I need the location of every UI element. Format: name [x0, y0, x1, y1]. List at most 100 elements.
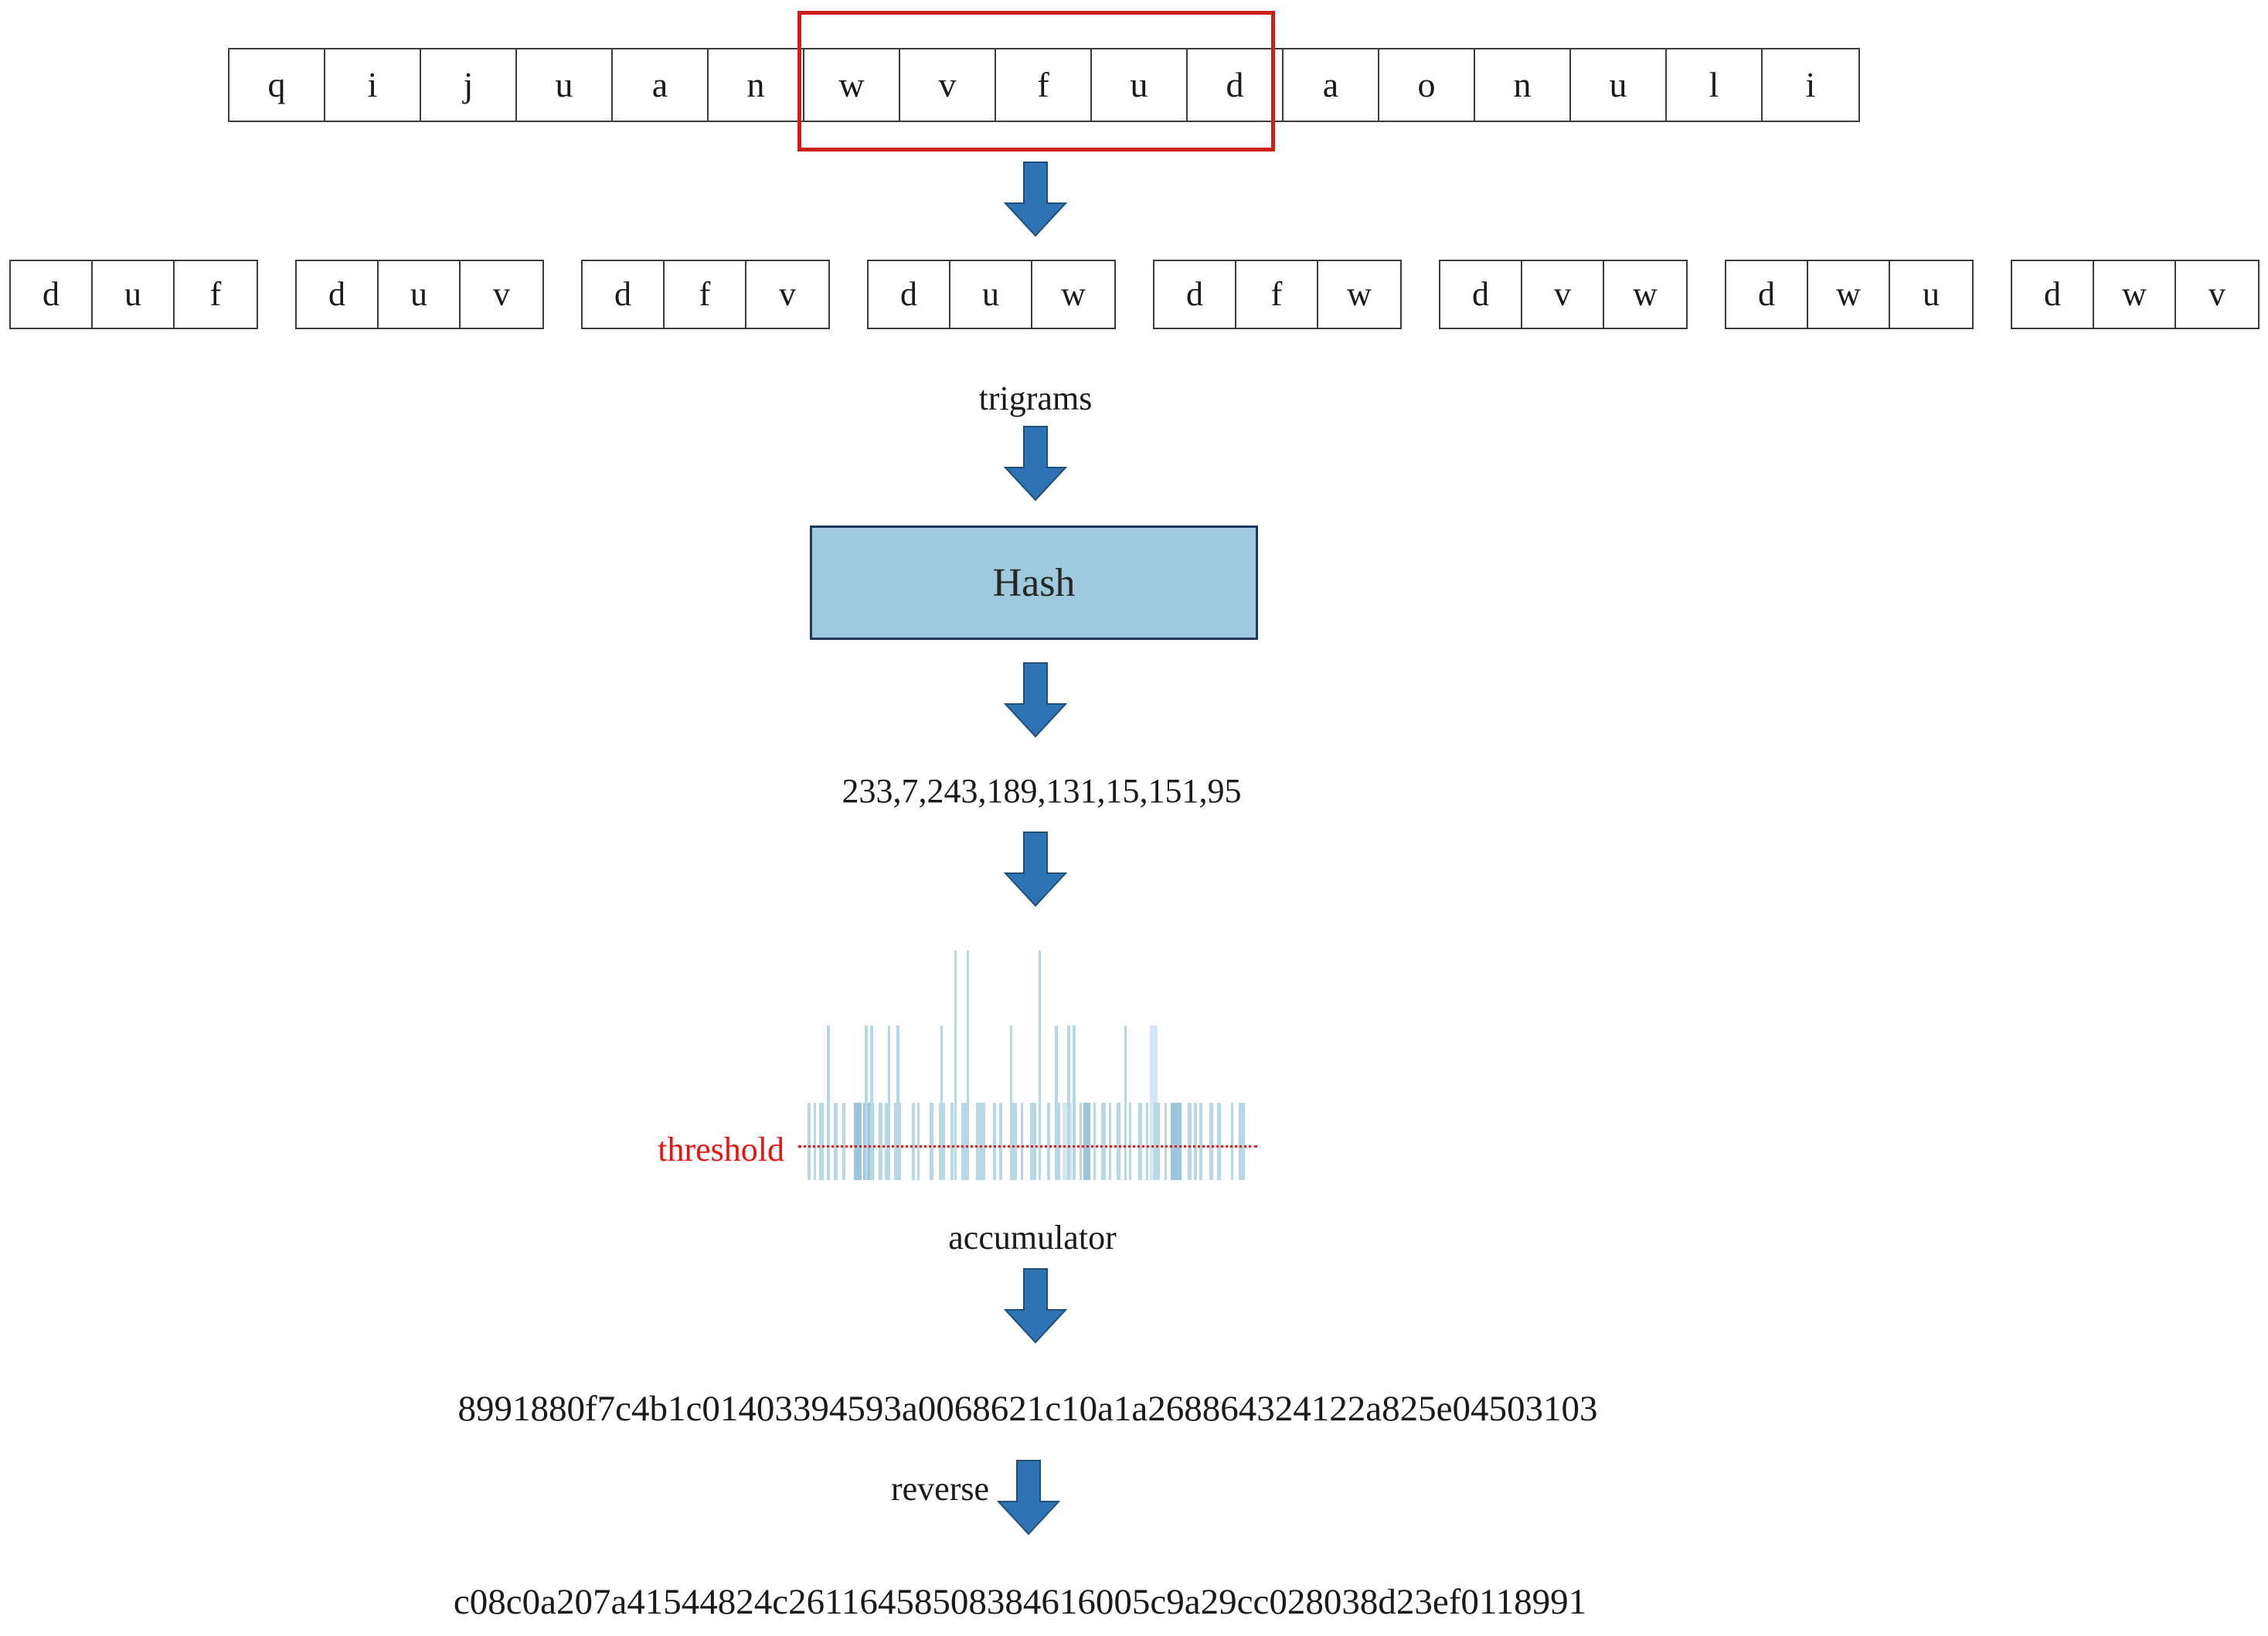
accumulator-bar [1194, 1103, 1197, 1180]
down-arrow-icon [1003, 1268, 1068, 1344]
trigram-cell: d [583, 261, 665, 328]
down-arrow-icon [1003, 426, 1068, 502]
sequence-cell: d [1188, 49, 1284, 121]
trigram-cell: d [869, 261, 950, 328]
sequence-cell: u [1571, 49, 1667, 121]
accumulator-bar [1109, 1103, 1111, 1180]
threshold-label: threshold [658, 1131, 784, 1168]
trigram-cell: d [297, 261, 379, 328]
accumulator-bar [1101, 1103, 1106, 1180]
trigram-cell: w [2094, 261, 2176, 328]
accumulator-bar [819, 1103, 824, 1180]
accumulator-bar [1073, 1025, 1076, 1180]
trigram-cell: u [950, 261, 1032, 328]
sequence-cell: u [1092, 49, 1188, 121]
trigram-cell: w [1318, 261, 1400, 328]
accumulator-bar [1047, 1103, 1050, 1180]
trigram-cell: v [746, 261, 828, 328]
sliding-window-highlight [797, 11, 1275, 151]
accumulator-bar [1154, 1103, 1160, 1180]
trigrams-label: trigrams [978, 379, 1093, 417]
accumulator-bar [1199, 1103, 1202, 1180]
trigram-cell: w [1032, 261, 1114, 328]
trigram-cell: u [93, 261, 175, 328]
trigram-cell: d [11, 261, 93, 328]
accumulator-bar [950, 1103, 954, 1180]
accumulator-bar [854, 1103, 862, 1180]
sequence-cell: l [1667, 49, 1763, 121]
sequence-cell: v [900, 49, 996, 121]
trigram-cell: v [2176, 261, 2258, 328]
accumulator-bar [1231, 1103, 1233, 1180]
trigram-cell: d [2012, 261, 2094, 328]
accumulator-bar [1030, 1103, 1036, 1180]
accumulator-bar [1067, 1025, 1070, 1180]
accumulator-bar [842, 1103, 845, 1180]
accumulator-bar [1239, 1103, 1245, 1180]
accumulator-bar [1021, 1103, 1023, 1180]
accumulator-bar [1188, 1103, 1192, 1180]
accumulator-bar [1171, 1103, 1182, 1180]
accumulator-bar [870, 1025, 873, 1180]
accumulator-bar [1010, 1025, 1012, 1180]
accumulator-bar [930, 1103, 933, 1180]
sequence-cell: a [1284, 49, 1379, 121]
sequence-cell: o [1379, 49, 1475, 121]
accumulator-bar [879, 1103, 882, 1180]
accumulator-bar [827, 1025, 830, 1180]
trigram-cell: w [1808, 261, 1890, 328]
accumulator-bar [888, 1025, 890, 1180]
sequence-cell: u [517, 49, 613, 121]
accumulator-bar [808, 1103, 811, 1180]
accumulator-bar [993, 1103, 996, 1180]
accumulator-bar [1083, 1103, 1090, 1180]
sequence-cell: a [613, 49, 709, 121]
accumulator-bar [1209, 1103, 1213, 1180]
sequence-cell: n [709, 49, 804, 121]
accumulator-bar [967, 951, 969, 1180]
trigram-cell: d [1726, 261, 1808, 328]
accumulator-bar [1146, 1103, 1148, 1180]
sequence-cell: f [996, 49, 1092, 121]
reversed-fingerprint-hex: c08c0a207a41544824c26116458508384616005c… [453, 1582, 1587, 1622]
accumulator-bar [1056, 1103, 1060, 1180]
accumulator-bar [814, 1103, 816, 1180]
accumulator-bar [1117, 1103, 1120, 1180]
accumulator-bar [1012, 1103, 1017, 1180]
accumulator-bar [940, 1025, 943, 1180]
down-arrow-icon [1003, 662, 1068, 738]
reverse-label: reverse [890, 1470, 989, 1508]
accumulator-bar [865, 1025, 868, 1180]
trigram-cell: d [1154, 261, 1236, 328]
trigram-cell: v [1522, 261, 1604, 328]
sequence-cell: q [230, 49, 325, 121]
sequence-cell: i [325, 49, 421, 121]
accumulator-bar [1124, 1025, 1127, 1180]
accumulator-bar [1080, 1103, 1082, 1180]
trigram-cell: d [1440, 261, 1522, 328]
down-arrow-icon [996, 1460, 1061, 1536]
accumulator-bar [1217, 1103, 1221, 1180]
sequence-cell: w [804, 49, 900, 121]
accumulator-bar [999, 1103, 1002, 1180]
accumulator-bar [917, 1103, 920, 1180]
sequence-cell: j [421, 49, 517, 121]
accumulator-bar [1129, 1103, 1131, 1180]
accumulator-bar [1039, 951, 1041, 1180]
accumulator-bar [912, 1103, 915, 1180]
accumulator-bar [954, 951, 957, 1180]
accumulator-bar [1093, 1103, 1096, 1180]
trigram-cell: f [665, 261, 746, 328]
trigram-cell: u [1890, 261, 1972, 328]
down-arrow-icon [1003, 832, 1068, 907]
threshold-line [798, 1145, 1257, 1148]
